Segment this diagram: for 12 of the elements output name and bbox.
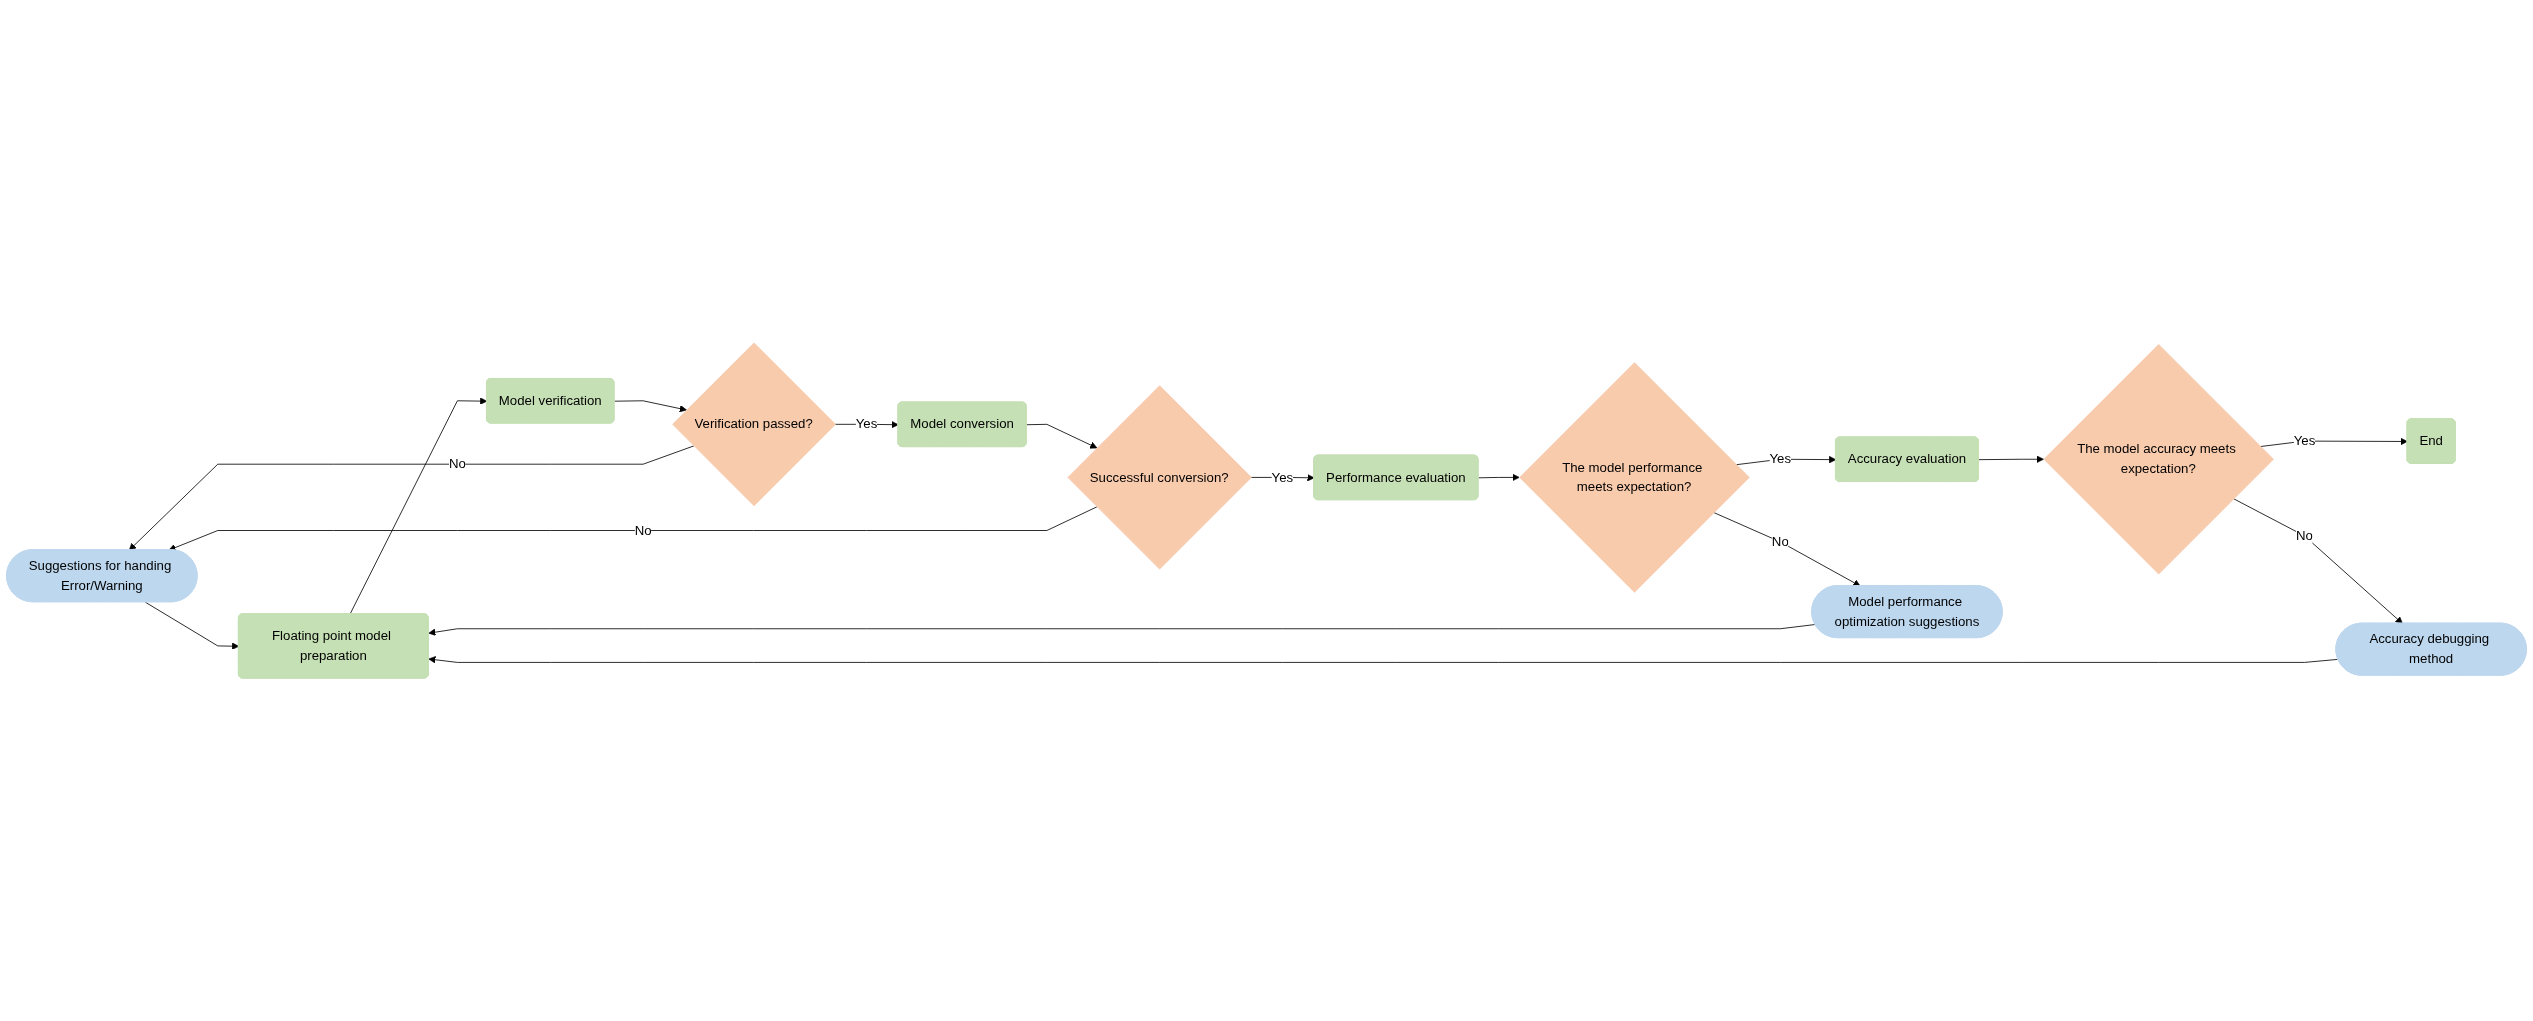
node-diamond: Verification passed? [672, 342, 836, 507]
node-diamond: The model accuracy meets expectation? [2043, 344, 2274, 575]
edge-label: No [448, 456, 466, 471]
edge-label: No [1771, 534, 1789, 549]
node-diamond: Successful conversion? [1067, 385, 1252, 570]
node-diamond: The model performance meets expectation? [1519, 362, 1750, 593]
edge-label: Yes [2293, 433, 2316, 448]
edge-label: Yes [855, 416, 878, 431]
edge-label: Yes [1769, 451, 1792, 466]
edge-label: No [2296, 528, 2313, 543]
edge-label: No [634, 523, 652, 538]
edge-label: Yes [1271, 469, 1294, 485]
